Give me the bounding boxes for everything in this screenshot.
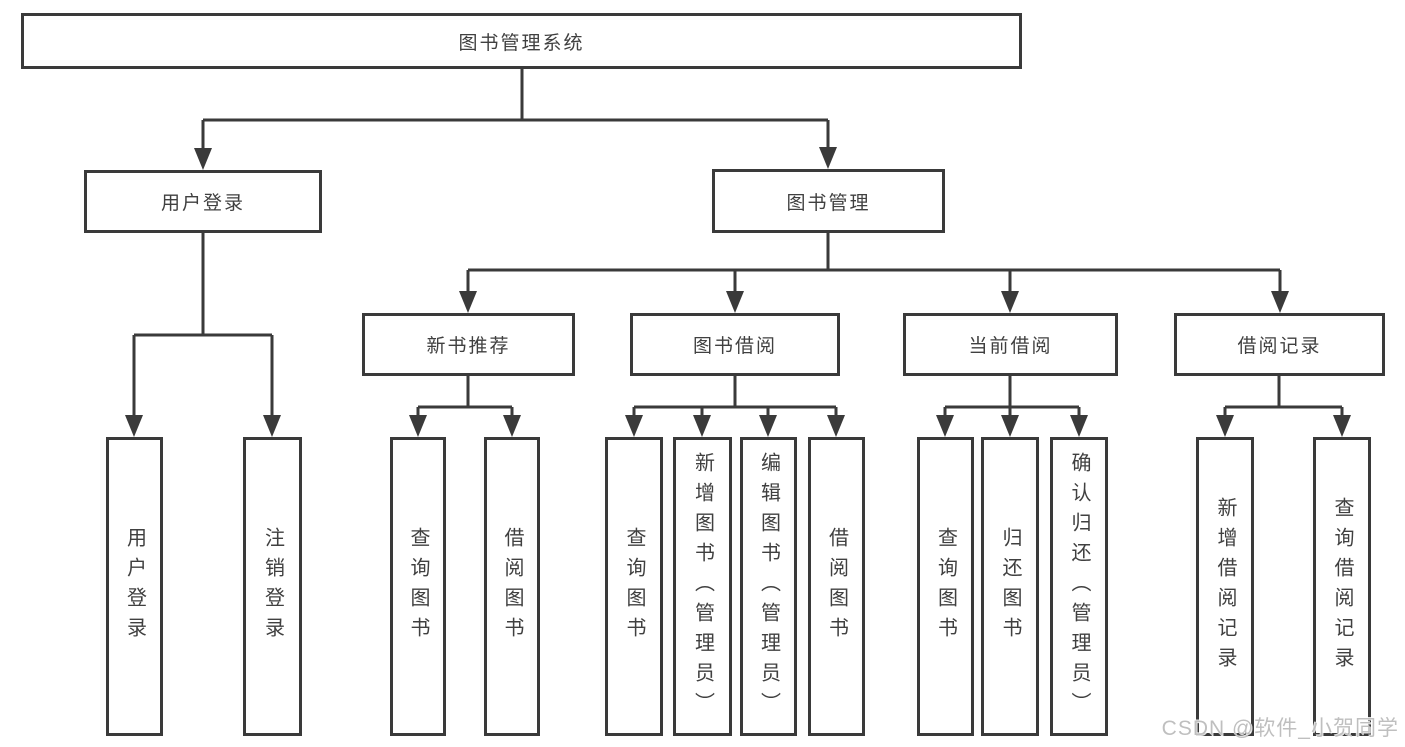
- node-label: 当前借阅: [968, 336, 1053, 357]
- leaf-query-books-under-recommend: 查询图书: [390, 437, 446, 736]
- node-label: 查询图书: [623, 526, 645, 647]
- arrow-down-icon: [1001, 291, 1019, 313]
- leaf-logout: 注销登录: [243, 437, 302, 736]
- leaf-confirm-return-admin: 确认归还（管理员）: [1050, 437, 1108, 736]
- node-label: 图书借阅: [692, 336, 777, 357]
- node-book-management: 图书管理: [712, 169, 945, 233]
- node-label: 编辑图书（管理员）: [757, 451, 780, 722]
- leaf-add-books-admin: 新增图书（管理员）: [673, 437, 732, 736]
- arrow-down-icon: [693, 415, 711, 437]
- connector-system-to-level2: [201, 69, 830, 150]
- connector-book-borrowing-to-leaves: [632, 376, 838, 417]
- arrow-down-icon: [625, 415, 643, 437]
- arrow-down-icon: [125, 415, 143, 437]
- arrow-down-icon: [1216, 415, 1234, 437]
- leaf-query-borrow-record: 查询借阅记录: [1313, 437, 1371, 736]
- node-new-book-recommend: 新书推荐: [362, 313, 575, 376]
- node-label: 查询图书: [407, 526, 429, 647]
- arrow-down-icon: [409, 415, 427, 437]
- connector-borrow-records-to-leaves: [1223, 376, 1344, 417]
- node-borrow-records: 借阅记录: [1174, 313, 1385, 376]
- node-current-borrowing: 当前借阅: [903, 313, 1118, 376]
- node-label: 新书推荐: [426, 336, 511, 357]
- leaf-edit-books-admin: 编辑图书（管理员）: [740, 437, 797, 736]
- arrow-down-icon: [1333, 415, 1351, 437]
- node-book-borrowing: 图书借阅: [630, 313, 840, 376]
- arrow-down-icon: [1271, 291, 1289, 313]
- node-label: 借阅图书: [501, 526, 523, 647]
- arrow-down-icon: [263, 415, 281, 437]
- node-label: 用户登录: [123, 526, 146, 647]
- leaf-query-books-under-borrowing: 查询图书: [605, 437, 663, 736]
- connector-new-book-to-leaves: [416, 376, 514, 417]
- arrow-down-icon: [726, 291, 744, 313]
- arrow-down-icon: [827, 415, 845, 437]
- connector-user-login-to-leaves: [132, 233, 274, 417]
- arrow-down-icon: [459, 291, 477, 313]
- leaf-return-books: 归还图书: [981, 437, 1039, 736]
- node-label: 借阅记录: [1237, 336, 1322, 357]
- arrow-down-icon: [503, 415, 521, 437]
- node-system-root: 图书管理系统: [21, 13, 1022, 69]
- connector-book-management-to-level3: [466, 233, 1282, 293]
- arrow-down-icon: [819, 147, 837, 169]
- leaf-add-borrow-record: 新增借阅记录: [1196, 437, 1254, 736]
- node-label: 用户登录: [160, 193, 245, 214]
- arrow-down-icon: [759, 415, 777, 437]
- node-label: 新增借阅记录: [1214, 496, 1236, 677]
- node-label: 新增图书（管理员）: [691, 451, 714, 722]
- leaf-borrow-books-under-recommend: 借阅图书: [484, 437, 540, 736]
- arrow-down-icon: [1070, 415, 1088, 437]
- arrow-down-icon: [936, 415, 954, 437]
- leaf-borrow-books-under-borrowing: 借阅图书: [808, 437, 865, 736]
- node-label: 确认归还（管理员）: [1068, 451, 1090, 722]
- node-label: 查询图书: [934, 526, 957, 647]
- arrow-down-icon: [194, 148, 212, 170]
- node-label: 图书管理: [786, 192, 871, 214]
- arrow-down-icon: [1001, 415, 1019, 437]
- connector-current-borrowing-to-leaves: [943, 376, 1081, 417]
- node-label: 归还图书: [999, 526, 1021, 647]
- node-label: 查询借阅记录: [1331, 496, 1353, 677]
- arrowheads: [125, 147, 1351, 437]
- node-user-login: 用户登录: [84, 170, 322, 233]
- node-label: 图书管理系统: [458, 32, 585, 54]
- leaf-query-books-under-current: 查询图书: [917, 437, 974, 736]
- node-label: 借阅图书: [825, 526, 848, 647]
- leaf-user-login: 用户登录: [106, 437, 163, 736]
- csdn-watermark: CSDN @软件_小贺同学: [1161, 717, 1399, 740]
- node-label: 注销登录: [261, 526, 284, 647]
